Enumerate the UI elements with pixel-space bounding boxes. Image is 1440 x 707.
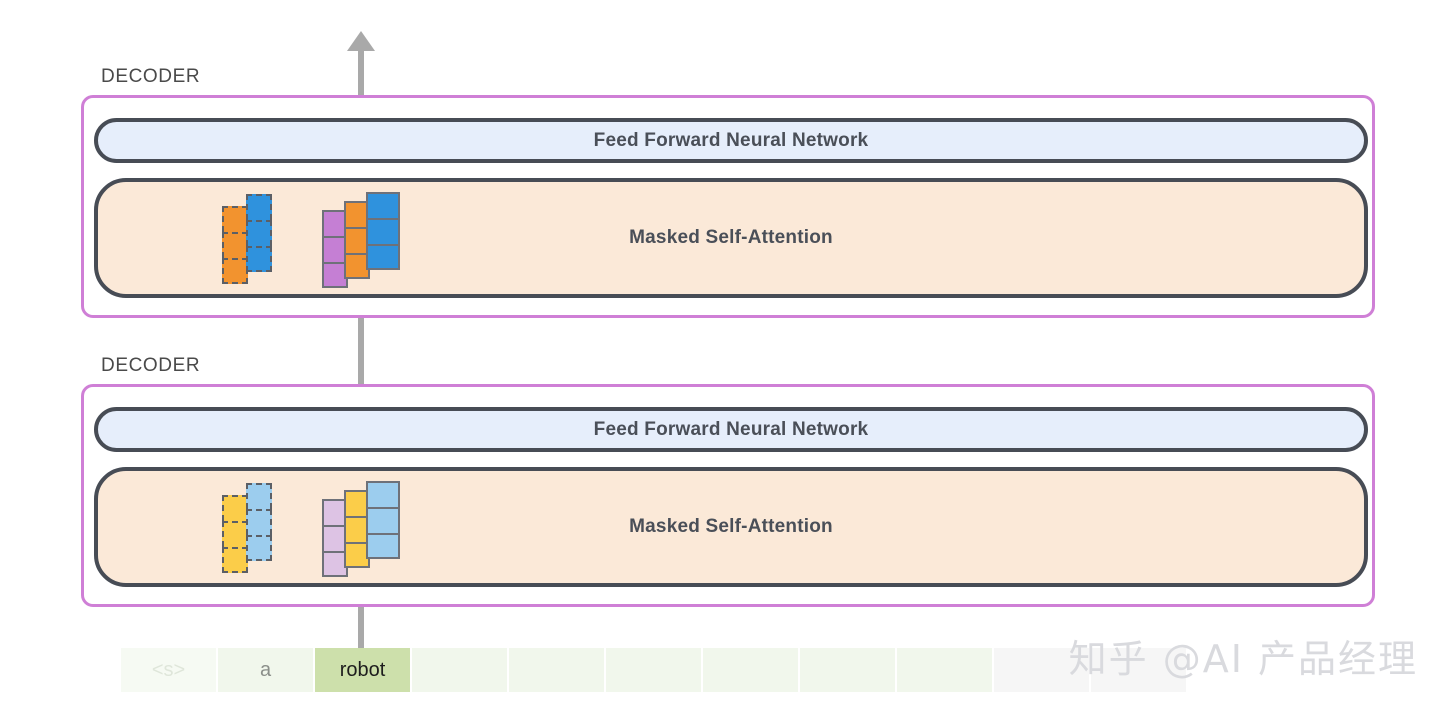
token-cell[interactable]	[509, 648, 604, 692]
output-vector-purple	[322, 210, 348, 288]
output-vector-orange	[344, 201, 370, 279]
output-vector-lightblue	[366, 481, 400, 559]
masked-self-attention-box-bottom[interactable]: Masked Self-Attention	[94, 467, 1368, 587]
token-cell[interactable]	[412, 648, 507, 692]
input-vector-blue	[246, 194, 272, 272]
input-vector-stack-bottom	[222, 483, 292, 579]
token-cell[interactable]: robot	[315, 648, 410, 692]
input-vector-lightblue	[246, 483, 272, 561]
token-cell[interactable]	[703, 648, 798, 692]
output-vector-stack-top	[322, 192, 402, 292]
token-cell[interactable]	[994, 648, 1089, 692]
token-cell[interactable]	[897, 648, 992, 692]
token-cell[interactable]	[1091, 648, 1186, 692]
decoder-label-top: DECODER	[101, 66, 201, 87]
input-vector-orange	[222, 206, 248, 284]
masked-self-attention-box-top[interactable]: Masked Self-Attention	[94, 178, 1368, 298]
token-cell[interactable]: a	[218, 648, 313, 692]
watermark: 知乎 @AI 产品经理	[1068, 637, 1418, 681]
input-vector-yellow	[222, 495, 248, 573]
decoder-block-top: Feed Forward Neural Network Masked Self-…	[81, 95, 1375, 318]
feed-forward-box-bottom[interactable]: Feed Forward Neural Network	[94, 407, 1368, 452]
token-cell[interactable]	[800, 648, 895, 692]
feed-forward-label-bottom: Feed Forward Neural Network	[593, 418, 869, 440]
input-vector-stack-top	[222, 194, 292, 290]
token-cell[interactable]	[606, 648, 701, 692]
token-cell[interactable]: <s>	[121, 648, 216, 692]
masked-self-attention-label-top: Masked Self-Attention	[629, 227, 833, 248]
feed-forward-label-top: Feed Forward Neural Network	[593, 129, 869, 151]
flow-arrow-shaft	[358, 48, 364, 658]
output-vector-blue	[366, 192, 400, 270]
decoder-block-bottom: Feed Forward Neural Network Masked Self-…	[81, 384, 1375, 607]
masked-self-attention-label-bottom: Masked Self-Attention	[629, 516, 833, 537]
flow-arrow-head	[347, 31, 375, 51]
decoder-label-bottom: DECODER	[101, 355, 201, 376]
feed-forward-box-top[interactable]: Feed Forward Neural Network	[94, 118, 1368, 163]
output-vector-stack-bottom	[322, 481, 402, 581]
token-row: <s> a robot	[121, 648, 1186, 692]
